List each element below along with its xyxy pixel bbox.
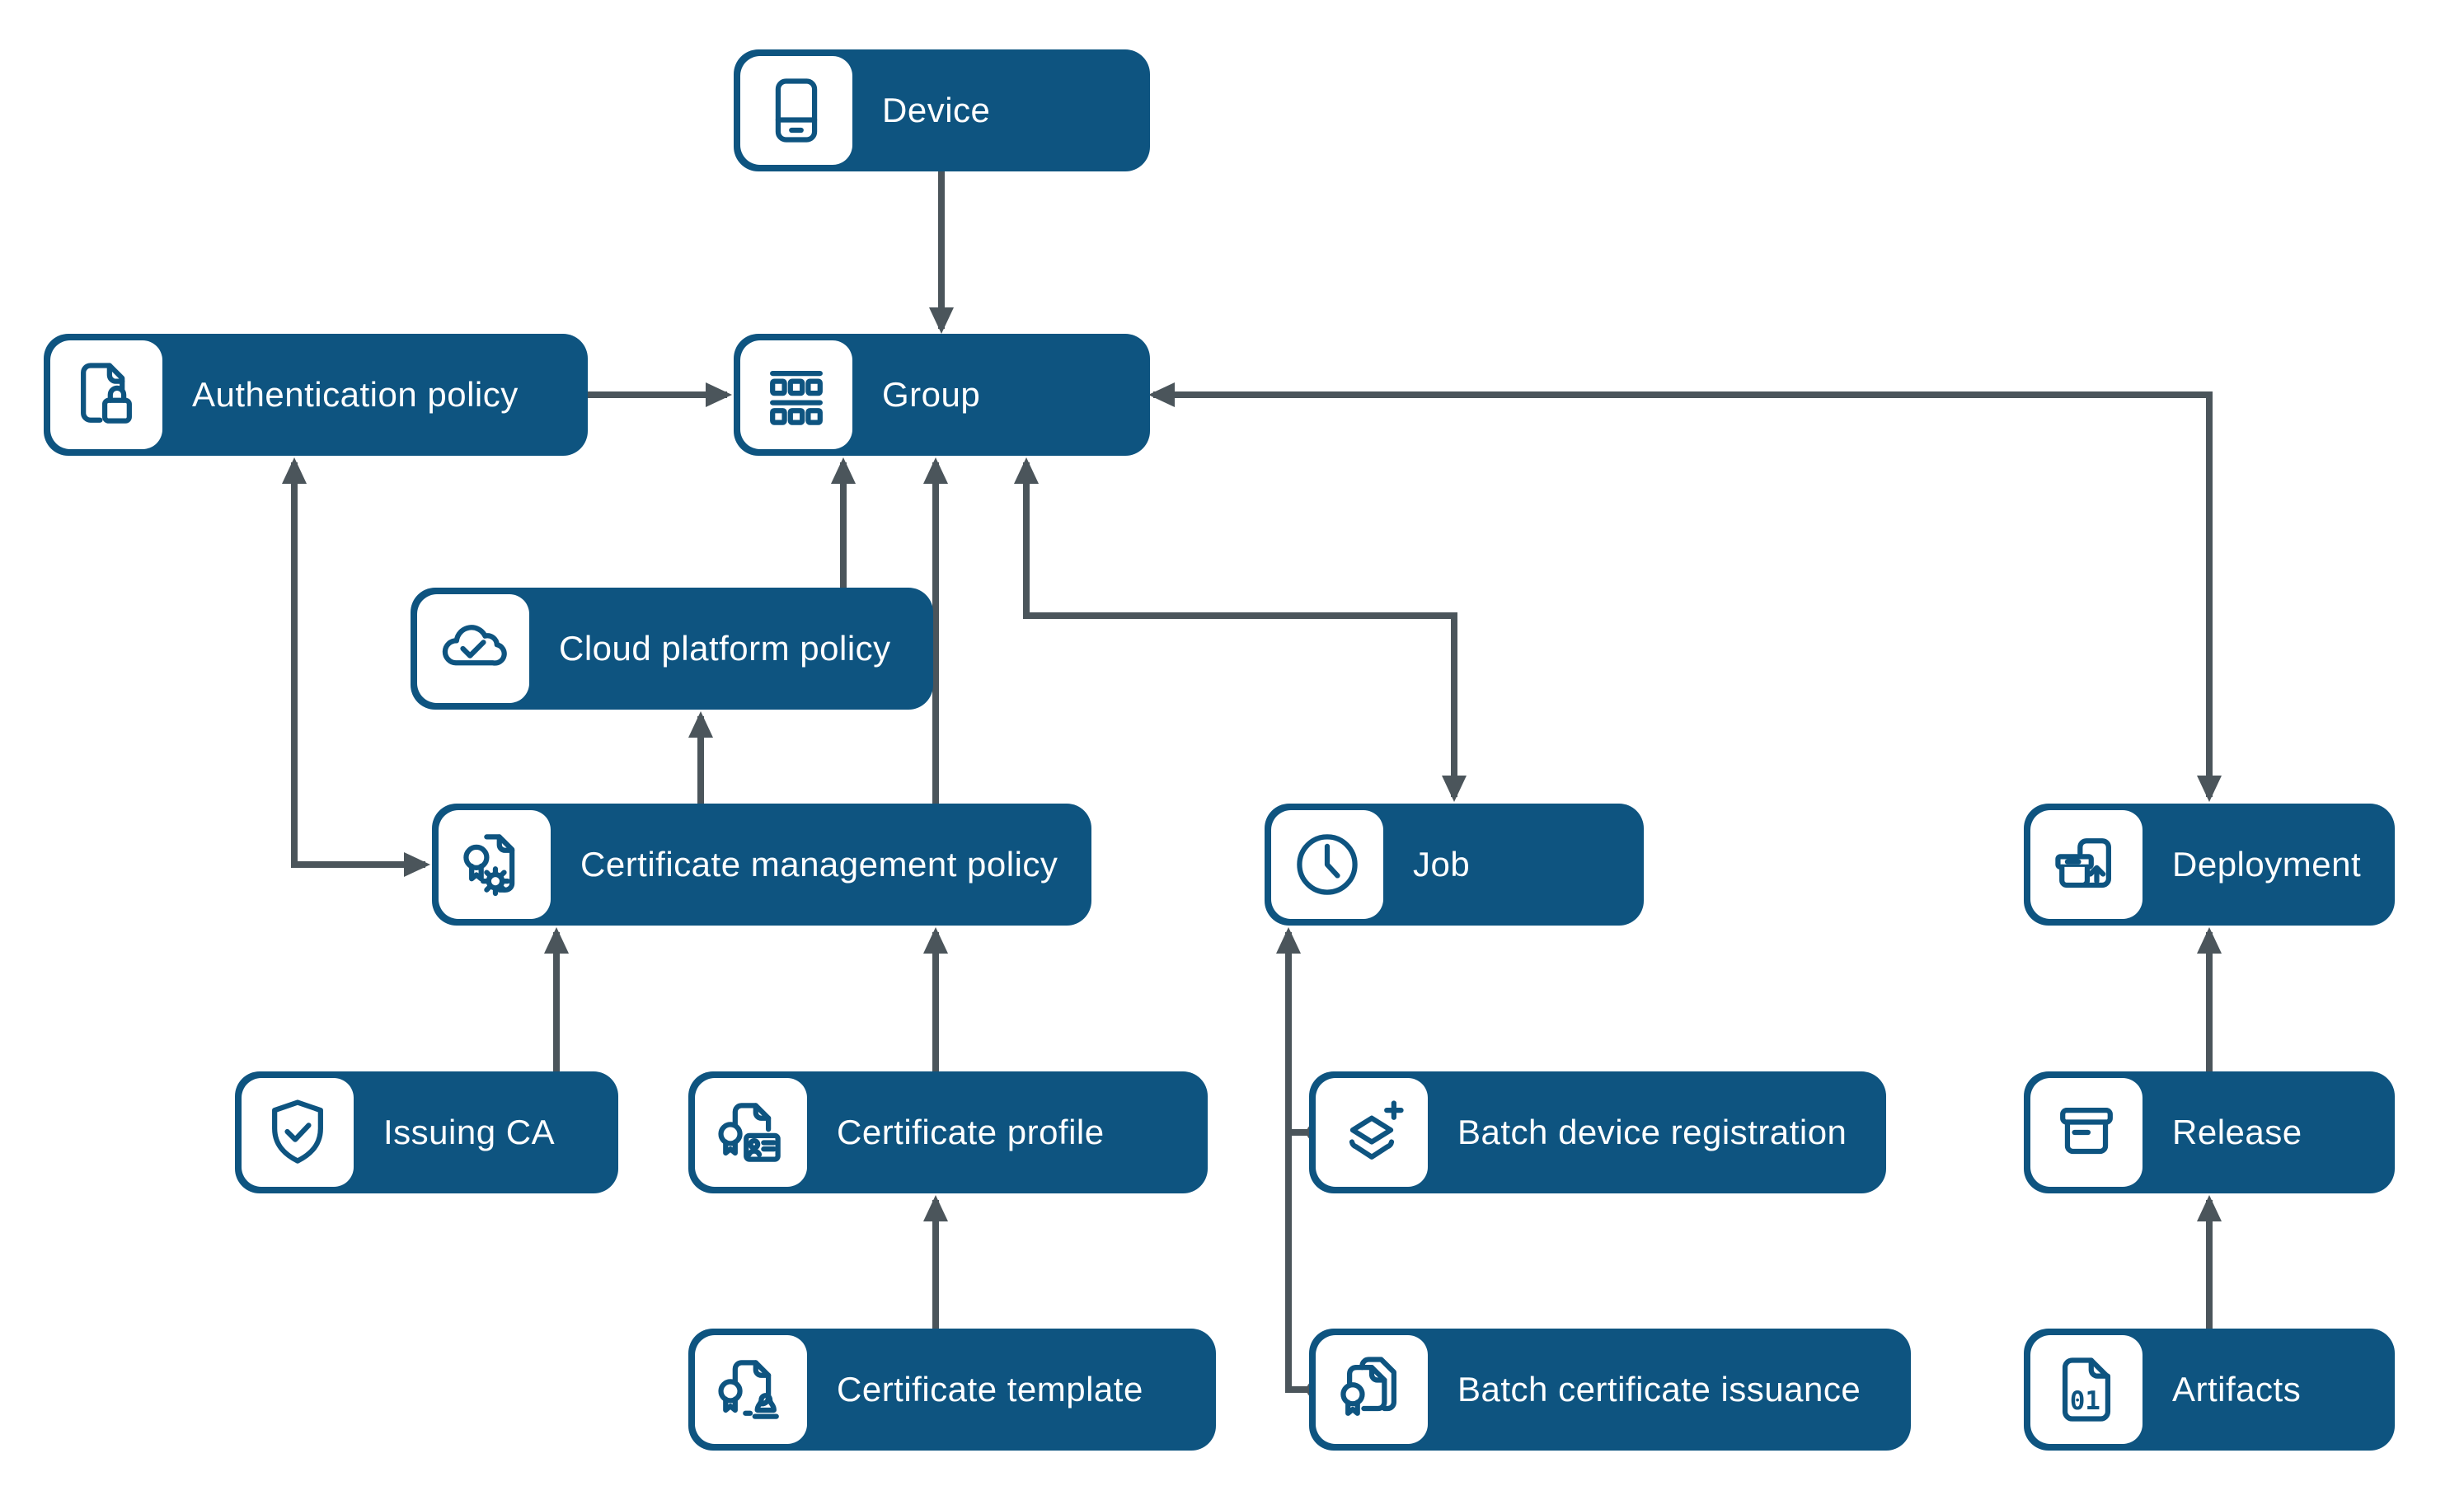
node-cloud-platform-policy: Cloud platform policy (411, 588, 933, 710)
node-label: Deployment (2172, 845, 2362, 884)
node-job: Job (1265, 804, 1644, 926)
shield-check-icon (242, 1078, 354, 1187)
node-label: Artifacts (2172, 1370, 2302, 1409)
edge-group-job (1014, 457, 1467, 802)
device-icon (740, 56, 852, 165)
node-certificate-template: Certificate template (688, 1329, 1216, 1451)
box-upload-icon (2030, 810, 2143, 919)
node-release: Release (2024, 1071, 2395, 1193)
node-label: Certificate template (837, 1370, 1143, 1409)
node-label: Authentication policy (192, 375, 519, 414)
node-label: Batch certificate issuance (1457, 1370, 1861, 1409)
node-authentication-policy: Authentication policy (44, 334, 588, 456)
layers-plus-icon (1316, 1078, 1428, 1187)
certificate-id-card-icon (695, 1078, 807, 1187)
node-deployment: Deployment (2024, 804, 2395, 926)
group-grid-icon (740, 340, 852, 449)
node-batch-certificate-issuance: Batch certificate issuance (1309, 1329, 1911, 1451)
certificate-stamp-icon (695, 1335, 807, 1444)
svg-text:01: 01 (2070, 1386, 2100, 1416)
edge-group-deployment (1148, 382, 2222, 802)
document-lock-icon (50, 340, 162, 449)
edge-authentication-policy-certificate-management-policy (282, 457, 430, 877)
archive-box-icon (2030, 1078, 2143, 1187)
node-label: Release (2172, 1113, 2302, 1151)
certificate-gear-icon (439, 810, 551, 919)
node-device: Device (734, 49, 1150, 171)
node-label: Batch device registration (1457, 1113, 1847, 1151)
node-certificate-profile: Certificate profile (688, 1071, 1208, 1193)
node-label: Cloud platform policy (559, 629, 891, 668)
node-label: Job (1413, 845, 1471, 884)
certificate-documents-icon (1316, 1335, 1428, 1444)
node-label: Group (882, 375, 981, 414)
node-certificate-management-policy: Certificate management policy (432, 804, 1091, 926)
node-batch-device-registration: Batch device registration (1309, 1071, 1886, 1193)
node-label: Issuing CA (383, 1113, 556, 1151)
node-label: Certificate profile (837, 1113, 1105, 1151)
clock-icon (1271, 810, 1383, 919)
cloud-check-icon (417, 594, 529, 703)
file-01-icon: 01 (2030, 1335, 2143, 1444)
node-group: Group (734, 334, 1150, 456)
node-label: Device (882, 91, 991, 129)
node-label: Certificate management policy (580, 845, 1058, 884)
node-issuing-ca: Issuing CA (235, 1071, 618, 1193)
node-artifacts: 01 Artifacts (2024, 1329, 2395, 1451)
